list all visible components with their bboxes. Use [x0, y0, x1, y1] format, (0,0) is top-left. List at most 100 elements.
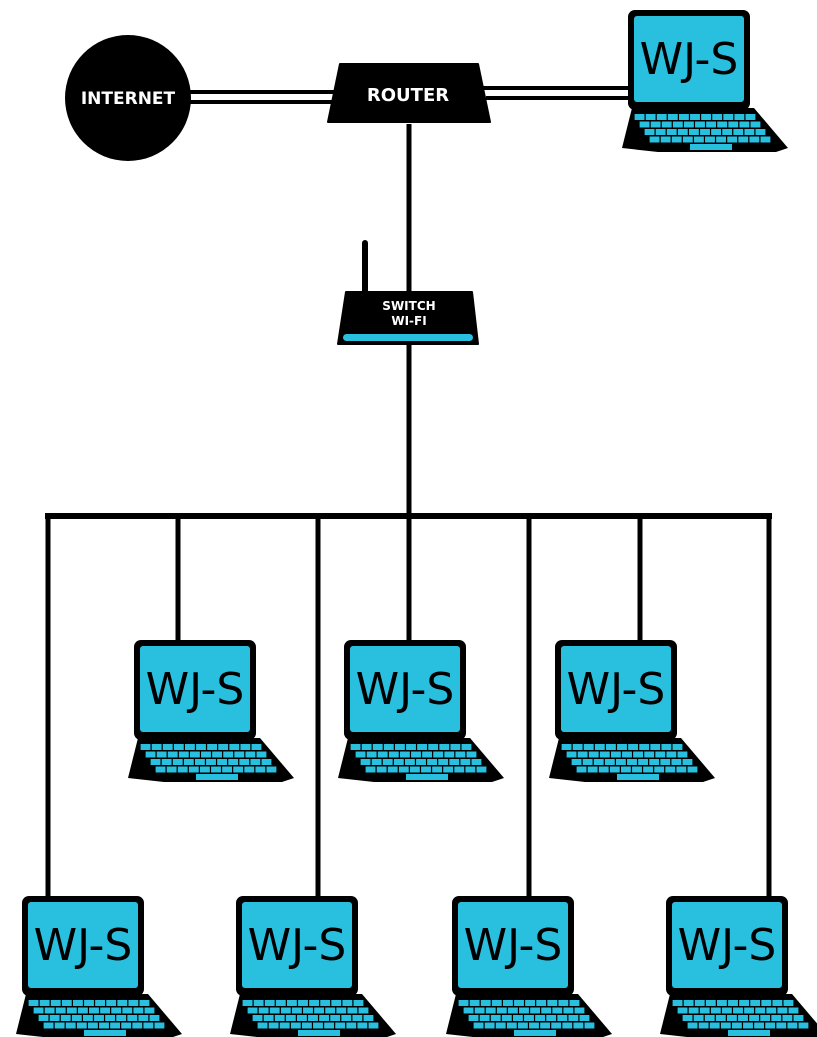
- keyboard-key: [183, 759, 194, 765]
- keyboard-key: [694, 1000, 705, 1006]
- keyboard-key: [421, 766, 431, 773]
- touchpad-icon: [514, 1030, 556, 1036]
- keyboard-key: [122, 1007, 133, 1014]
- keyboard-key: [439, 744, 450, 750]
- keyboard-key: [760, 136, 771, 143]
- keyboard-key: [506, 1022, 517, 1029]
- laptop-row1-3: WJ-S: [549, 640, 715, 782]
- keyboard-key: [274, 1015, 285, 1021]
- keyboard-key: [372, 744, 383, 750]
- keyboard-key: [211, 766, 221, 773]
- keyboard-key: [383, 744, 394, 750]
- keyboard-keys-icon: [242, 1000, 379, 1029]
- keyboard-key: [672, 1000, 683, 1006]
- keyboard-key: [502, 1000, 513, 1006]
- keyboard-key: [366, 751, 377, 758]
- keyboard-key: [671, 759, 682, 765]
- keyboard-key: [455, 751, 466, 758]
- keyboard-key: [218, 744, 229, 750]
- keyboard-key: [347, 1007, 358, 1014]
- keyboard-key: [253, 1000, 264, 1006]
- keyboard-key: [727, 136, 738, 143]
- keyboard-key: [609, 766, 620, 773]
- keyboard-key: [105, 1015, 116, 1021]
- keyboard-key: [704, 1015, 715, 1021]
- keyboard-key: [256, 751, 267, 758]
- keyboard-key: [409, 766, 420, 773]
- keyboard-key: [557, 1015, 568, 1021]
- keyboard-key: [33, 1007, 44, 1014]
- keyboard-key: [700, 129, 710, 135]
- keyboard-key: [87, 1022, 98, 1029]
- keyboard-key: [665, 766, 676, 773]
- keyboard-key: [258, 1007, 269, 1014]
- keyboard-key: [584, 1022, 595, 1029]
- keyboard-key: [365, 766, 376, 773]
- internet-circle-icon: [65, 35, 191, 161]
- keyboard-key: [458, 1000, 469, 1006]
- keyboard-key: [568, 1015, 579, 1021]
- keyboard-key: [280, 1007, 291, 1014]
- laptop-screen: [561, 646, 671, 732]
- keyboard-key: [512, 1015, 523, 1021]
- keyboard-key: [715, 1015, 726, 1021]
- touchpad-icon: [84, 1030, 126, 1036]
- keyboard-key: [739, 1000, 750, 1006]
- keyboard-key: [427, 759, 438, 765]
- keyboard-key: [398, 766, 409, 773]
- keyboard-key: [776, 1022, 787, 1029]
- keyboard-key: [572, 744, 583, 750]
- keyboard-key: [617, 744, 627, 750]
- keyboard-key: [95, 1000, 106, 1006]
- keyboard-key: [716, 1000, 727, 1006]
- keyboard-key: [699, 1007, 710, 1014]
- keyboard-key: [404, 759, 415, 765]
- keyboard-key: [411, 751, 421, 758]
- keyboard-key: [671, 136, 682, 143]
- keyboard-key: [755, 129, 766, 135]
- laptop-label: WJ-S: [356, 664, 455, 715]
- keyboard-key: [99, 1022, 109, 1029]
- keyboard-key: [678, 114, 689, 120]
- keyboard-key: [649, 136, 660, 143]
- keyboard-key: [77, 1007, 88, 1014]
- keyboard-key: [151, 744, 162, 750]
- laptop-label: WJ-S: [34, 920, 133, 971]
- keyboard-key: [319, 1015, 330, 1021]
- keyboard-key: [524, 1015, 534, 1021]
- keyboard-key: [782, 1015, 793, 1021]
- keyboard-key: [660, 136, 671, 143]
- keyboard-key: [371, 759, 382, 765]
- keyboard-key: [308, 1015, 318, 1021]
- touchpad-icon: [196, 774, 238, 780]
- laptop-row1-2: WJ-S: [338, 640, 504, 782]
- keyboard-key: [633, 751, 644, 758]
- keyboard-key: [677, 1007, 688, 1014]
- keyboard-key: [760, 1015, 771, 1021]
- keyboard-key: [140, 744, 151, 750]
- keyboard-key: [687, 1022, 698, 1029]
- keyboard-key: [569, 1000, 580, 1006]
- keyboard-key: [54, 1022, 65, 1029]
- keyboard-key: [577, 751, 588, 758]
- keyboard-key: [461, 744, 472, 750]
- keyboard-key: [777, 1007, 788, 1014]
- keyboard-key: [529, 1022, 539, 1029]
- laptop-row2-1: WJ-S: [16, 896, 182, 1037]
- keyboard-key: [266, 766, 277, 773]
- keyboard-key: [604, 759, 615, 765]
- keyboard-key: [133, 1007, 144, 1014]
- keyboard-key: [50, 1000, 61, 1006]
- keyboard-key: [485, 1007, 496, 1014]
- keyboard-key: [749, 1015, 760, 1021]
- keyboard-key: [750, 121, 761, 128]
- keyboard-key: [644, 129, 655, 135]
- laptop-row2-2: WJ-S: [230, 896, 396, 1037]
- laptop-label: WJ-S: [146, 664, 245, 715]
- keyboard-key: [387, 766, 398, 773]
- keyboard-key: [688, 129, 699, 135]
- keyboard-key: [84, 1000, 94, 1006]
- keyboard-key: [690, 114, 700, 120]
- keyboard-key: [530, 1007, 541, 1014]
- keyboard-key: [468, 1015, 479, 1021]
